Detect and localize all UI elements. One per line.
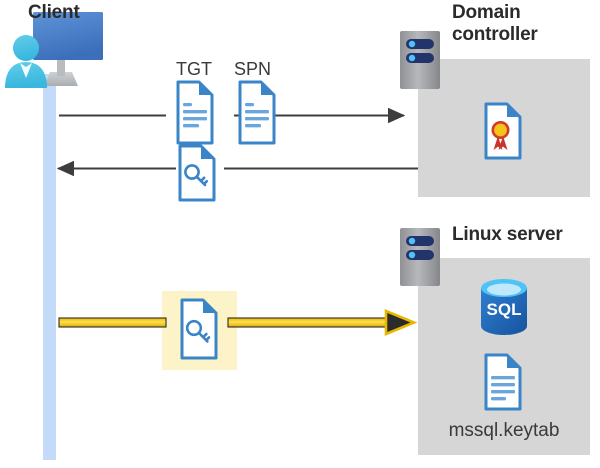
sql-label: SQL — [487, 300, 522, 319]
client-icon — [5, 12, 103, 88]
sql-database-icon: SQL — [481, 279, 527, 335]
certificate-document-icon — [484, 102, 522, 160]
key-document-icon — [178, 144, 216, 202]
tgt-label: TGT — [176, 59, 212, 79]
spn-label: SPN — [234, 59, 272, 79]
domain-controller-title-line2: controller — [452, 24, 538, 46]
client-lifeline — [43, 74, 56, 460]
tgt-document-icon — [176, 80, 214, 145]
spn-document-icon — [238, 80, 276, 145]
linux-server-title: Linux server — [452, 224, 563, 245]
keytab-filename-label: mssql.keytab — [448, 420, 560, 441]
arrow-client-to-linux — [58, 309, 418, 336]
client-title: Client — [28, 2, 80, 23]
keytab-document-icon — [484, 353, 522, 411]
key-document-highlighted-icon — [180, 298, 218, 360]
domain-controller-title-line1: Domain — [452, 2, 521, 23]
domain-controller-server-icon — [400, 31, 440, 89]
domain-controller-title: Domain controller — [452, 2, 592, 47]
linux-server-icon — [400, 228, 440, 286]
